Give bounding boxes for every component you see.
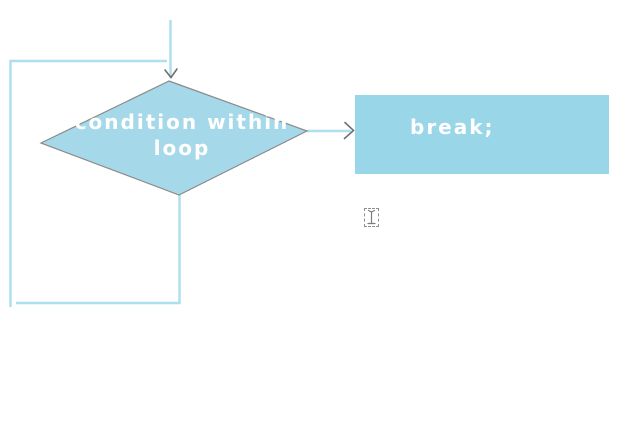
process-rectangle-shape[interactable] xyxy=(355,95,609,174)
arrowheads xyxy=(164,68,355,140)
process-node-label: break; xyxy=(410,115,495,139)
text-cursor-icon[interactable] xyxy=(364,208,379,227)
arrowhead-down-icon xyxy=(164,68,178,79)
connector-lines xyxy=(9,20,351,307)
arrowhead-right-icon xyxy=(343,121,355,140)
ibeam-glyph xyxy=(367,209,376,225)
decision-diamond-shape[interactable] xyxy=(39,80,309,196)
connector-loopback-bottom[interactable] xyxy=(16,195,181,305)
connector-loopback-left[interactable] xyxy=(9,59,168,307)
decision-node-label: condition within loop xyxy=(74,110,290,160)
